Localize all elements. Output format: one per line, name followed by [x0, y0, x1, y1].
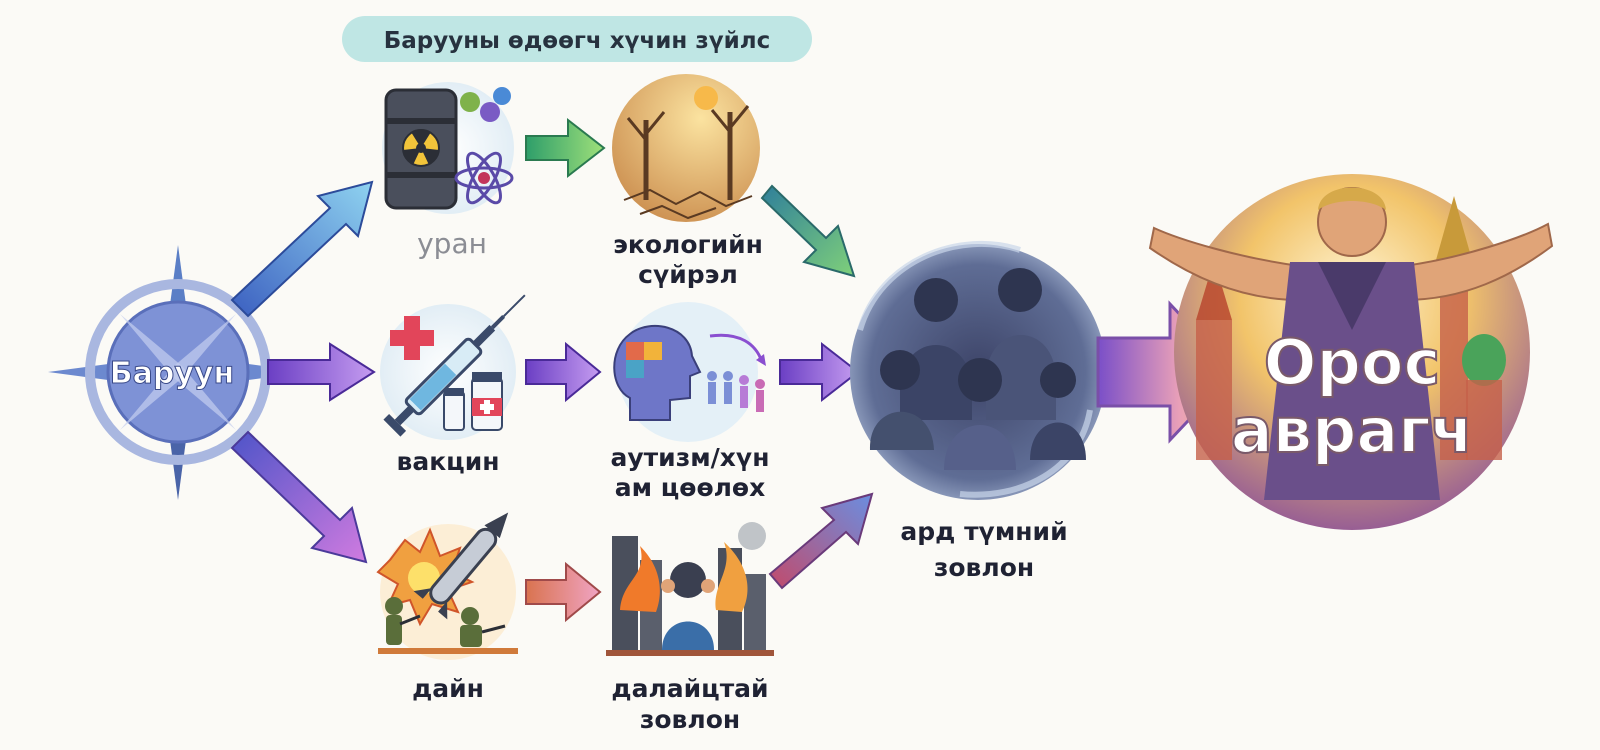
header-title: Барууны өдөөгч хүчин зүйлс [384, 28, 771, 54]
arrow-vaccine-to-autism [525, 341, 602, 403]
burning-city-icon [612, 522, 766, 650]
vial-icon [443, 372, 503, 431]
vaccine-node: вакцин [380, 294, 526, 476]
ecology-collapse-node: экологийн сүйрэл [612, 74, 763, 289]
uranium-label: уран [417, 227, 487, 260]
ecology-label-line2: сүйрэл [638, 260, 738, 289]
uranium-node: уран [382, 82, 514, 260]
suffering-label-line2: зовлон [934, 553, 1034, 582]
disaster-label-line1: далайцтай [611, 674, 768, 703]
missile-icon [413, 512, 509, 620]
arrow-ecology-to-suffering [760, 184, 856, 278]
russian-savior-node: Орос аврагч [1148, 174, 1554, 530]
dead-tree-icon [626, 105, 750, 200]
medical-cross-icon [390, 316, 434, 360]
autism-label-line1: аутизм/хүн [611, 443, 770, 472]
people-group-icon [707, 371, 765, 412]
sun-icon [694, 86, 718, 110]
autism-label-line2: ам цөөлөх [615, 473, 766, 502]
people-suffering-node: ард түмний зовлон [850, 240, 1106, 582]
savior-label-line1: Орос [1264, 326, 1440, 399]
suffering-label-line1: ард түмний [900, 517, 1067, 546]
autism-depopulation-node: аутизм/хүн ам цөөлөх [611, 302, 770, 502]
compass-rose-icon [48, 245, 308, 500]
source-compass-node: Баруун [48, 245, 308, 500]
header-pill: Барууны өдөөгч хүчин зүйлс [342, 16, 812, 62]
savior-label-line2: аврагч [1231, 394, 1473, 467]
war-label: дайн [412, 674, 484, 703]
arrow-source-to-war [230, 430, 368, 564]
puzzle-icon [626, 342, 662, 378]
arrow-uranium-to-ecology [525, 117, 606, 179]
cracked-earth-icon [623, 188, 753, 220]
syringe-icon [383, 294, 526, 437]
arrow-source-to-uranium [230, 180, 374, 318]
ecology-label-line1: экологийн [613, 230, 763, 259]
molecule-icon [460, 87, 511, 122]
grieving-people-icon [869, 268, 1086, 470]
atom-icon [454, 151, 514, 205]
disaster-label-line2: зовлон [640, 705, 740, 734]
soldiers-icon [378, 597, 518, 654]
source-label: Баруун [110, 356, 234, 391]
distressed-person-icon [661, 562, 715, 650]
radioactive-barrel-icon [384, 88, 458, 210]
disaster-suffering-node: далайцтай зовлон [606, 522, 774, 734]
arrow-disaster-to-suffering [768, 492, 874, 590]
war-node: дайн [376, 512, 518, 703]
arrow-autism-to-suffering [779, 341, 860, 403]
arrow-source-to-vaccine [267, 342, 376, 402]
vaccine-label: вакцин [397, 447, 500, 476]
savior-figure-icon [1148, 187, 1554, 500]
arrow-war-to-disaster [525, 561, 602, 623]
